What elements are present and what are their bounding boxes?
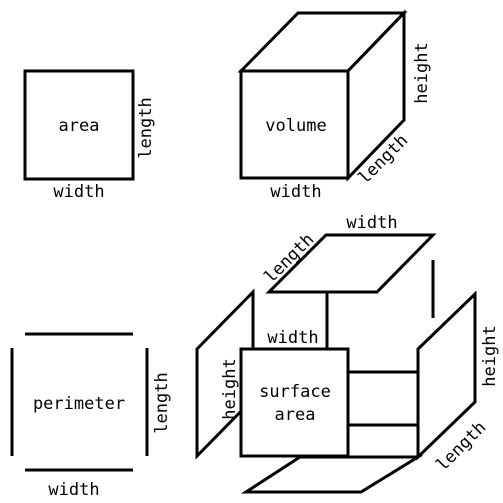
surface-top-width-label: width	[346, 213, 397, 233]
surface-front-face	[239, 347, 350, 458]
area-label: area	[59, 116, 100, 136]
surface-area-label-line2: area	[275, 405, 316, 425]
perimeter-length-label: length	[152, 372, 172, 433]
area-length-label: length	[136, 97, 156, 158]
perimeter-figure: perimeter length width	[10, 332, 172, 500]
volume-height-label: height	[412, 42, 432, 103]
surface-area-label-line1: surface	[259, 382, 331, 402]
perimeter-label: perimeter	[33, 394, 125, 414]
surface-right-height-label: height	[480, 325, 500, 386]
area-square	[23, 69, 135, 181]
surface-top-panel	[265, 233, 437, 294]
surface-inner-width-label: width	[267, 328, 318, 348]
perimeter-width-label: width	[48, 480, 99, 500]
area-figure: area length width	[23, 69, 156, 202]
volume-figure: volume height length width	[237, 9, 432, 202]
surface-left-height-label: height	[220, 358, 240, 419]
surface-bottom-panel	[240, 455, 424, 494]
area-width-label: width	[53, 182, 104, 202]
surface-area-figure: surface area width length width height h…	[195, 213, 500, 494]
surface-right-panel	[416, 290, 477, 461]
volume-width-label: width	[270, 182, 321, 202]
volume-front-face	[239, 69, 350, 180]
volume-label: volume	[265, 116, 326, 136]
